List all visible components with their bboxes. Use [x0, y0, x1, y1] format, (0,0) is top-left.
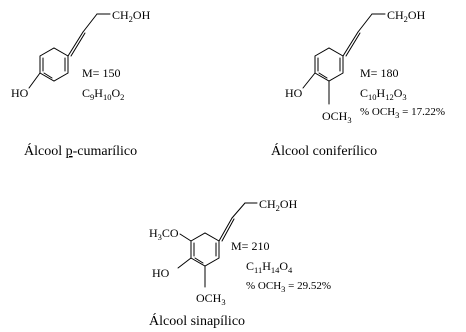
compound-p-coumaryl: CH2OH HO M= 150 C9H10O2 Álcool p-cumaríl… — [11, 8, 151, 159]
methoxy-percent: % OCH3 = 17.22% — [360, 106, 445, 120]
ch2oh-label: CH2OH — [387, 8, 426, 24]
hydroxyl-bond — [28, 72, 41, 89]
ch2oh-label: CH2OH — [259, 197, 298, 213]
hydroxyl-bond — [302, 72, 316, 89]
compound-sinapyl: CH2OH H3CO HO OCH3 M= 210 C11H14O4 % OCH… — [149, 197, 331, 329]
compound-name: Álcool coniferílico — [271, 142, 377, 159]
hydroxyl-label: HO — [285, 86, 303, 100]
hydroxyl-label: HO — [11, 86, 29, 100]
ch2oh-label: CH2OH — [112, 8, 151, 24]
methoxy-label: OCH3 — [196, 291, 226, 307]
molar-mass: M= 150 — [82, 66, 120, 80]
methoxy-percent: % OCH3 = 29.52% — [246, 280, 331, 294]
compound-name: Álcool p-cumarílico — [24, 142, 137, 159]
compound-coniferyl: CH2OH HO OCH3 M= 180 C10H12O3 % OCH3 = 1… — [271, 8, 445, 159]
methoxy-left-label: H3CO — [149, 226, 179, 242]
compound-name: Álcool sinapílico — [149, 312, 245, 329]
propenyl-chain — [342, 13, 386, 57]
propenyl-chain — [218, 202, 258, 242]
hydroxyl-bond — [177, 257, 192, 269]
propenyl-chain — [67, 13, 111, 57]
hydroxyl-label: HO — [152, 266, 170, 280]
benzene-ring — [314, 47, 344, 82]
methoxy-label: OCH3 — [322, 109, 352, 125]
benzene-ring — [190, 232, 220, 267]
molar-mass: M= 180 — [360, 66, 398, 80]
methoxy-top-bond — [179, 233, 192, 242]
molecular-formula: C9H10O2 — [82, 86, 124, 102]
molecular-formula: C10H12O3 — [360, 86, 407, 102]
benzene-ring — [39, 47, 69, 82]
molar-mass: M= 210 — [231, 239, 269, 253]
molecular-formula: C11H14O4 — [246, 259, 293, 275]
